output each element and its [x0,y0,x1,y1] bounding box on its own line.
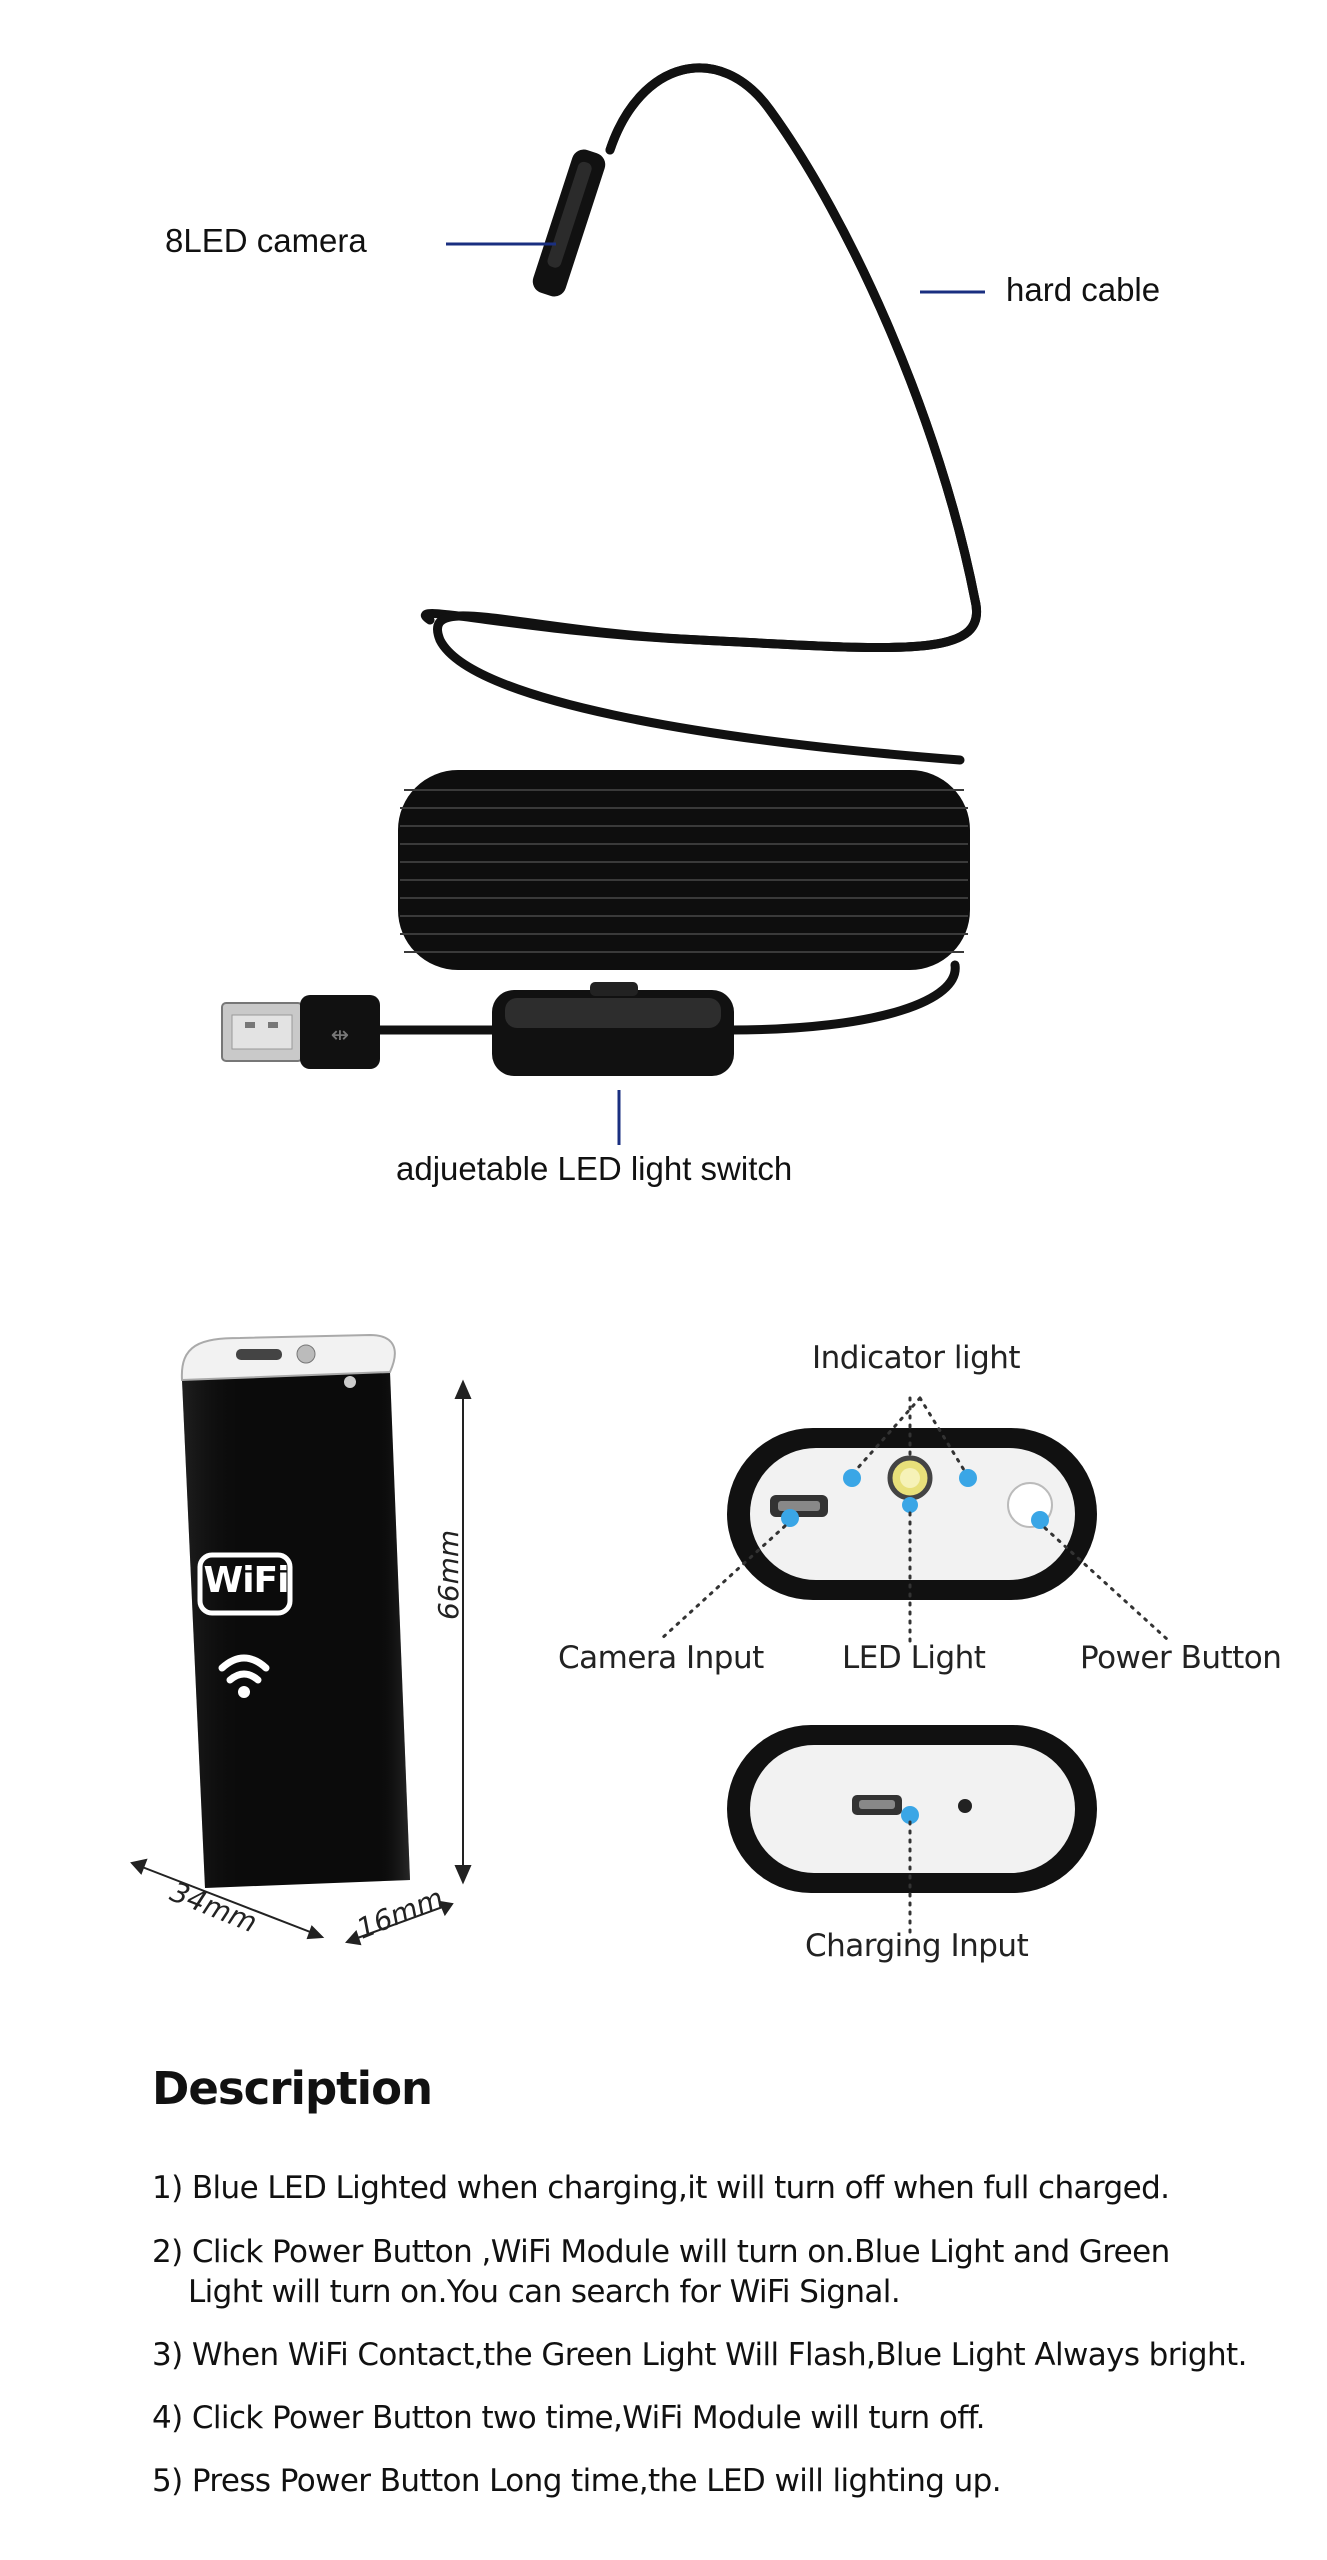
top-ports-panel [727,1428,1097,1600]
led-switch-module [492,982,734,1076]
charging-input-label: Charging Input [805,1928,1029,1964]
description-item-4-text: 4) Click Power Button two time,WiFi Modu… [152,2400,985,2436]
dimension-arrows [130,1379,472,1946]
description-title: Description [152,2062,433,2115]
indicator-light-label: Indicator light [812,1340,1021,1376]
camera-head [532,149,606,297]
dim-height-label: 66mm [432,1529,465,1620]
description-item-3: 3) When WiFi Contact,the Green Light Wil… [152,2335,1272,2375]
led-light-label: LED Light [842,1640,986,1676]
hard-cable-label: hard cable [1006,271,1161,308]
description-item-2-text-cont: Light will turn on.You can search for Wi… [188,2274,901,2310]
usb-plug: ⇹ [221,995,380,1069]
description-item-1: 1) Blue LED Lighted when charging,it wil… [152,2168,1272,2208]
switch-label: adjuetable LED light switch [396,1150,793,1187]
camera-input-label: Camera Input [558,1640,764,1676]
svg-text:⇹: ⇹ [331,1023,349,1048]
wifi-logo-text: WiFi [203,1560,290,1601]
bottom-ports-panel [727,1725,1097,1893]
description-item-2: 2) Click Power Button ,WiFi Module will … [152,2232,1272,2312]
leader-lines [446,242,985,1145]
description-item-5-text: 5) Press Power Button Long time,the LED … [152,2463,1002,2499]
hard-cable [420,63,981,765]
lower-cable [375,960,960,1035]
description-item-3-text: 3) When WiFi Contact,the Green Light Wil… [152,2337,1247,2373]
dotted-leaders [658,1396,1170,1937]
coiled-cable [398,770,970,970]
description-item-1-text: 1) Blue LED Lighted when charging,it wil… [152,2170,1170,2206]
description-item-5: 5) Press Power Button Long time,the LED … [152,2461,1272,2501]
camera-label: 8LED camera [165,222,367,259]
description-item-4: 4) Click Power Button two time,WiFi Modu… [152,2398,1272,2438]
power-button-label: Power Button [1080,1640,1282,1676]
wifi-signal-icon [218,1654,270,1684]
description-item-2-text: 2) Click Power Button ,WiFi Module will … [152,2234,1170,2270]
wifi-module-box [180,1333,410,1888]
